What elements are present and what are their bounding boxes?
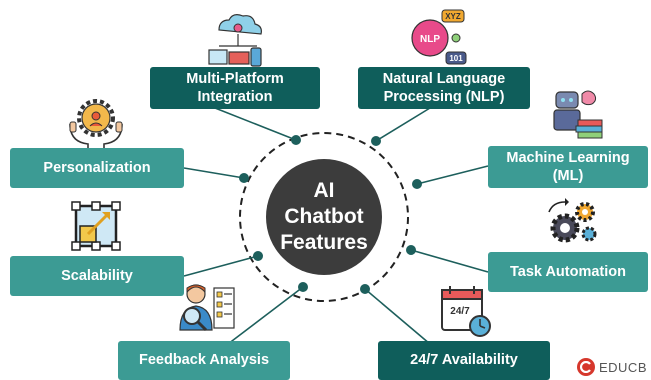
connector-dot bbox=[412, 179, 422, 189]
feature-machine-learning: Machine Learning (ML) bbox=[488, 146, 648, 188]
feature-task-automation: Task Automation bbox=[488, 252, 648, 292]
nlp-head-icon: NLP XYZ 101 bbox=[411, 9, 467, 65]
connector-line bbox=[416, 165, 489, 185]
brand-logo-icon bbox=[576, 358, 595, 376]
connector-dot bbox=[360, 284, 370, 294]
feature-personalization: Personalization bbox=[10, 148, 184, 188]
connector-dot bbox=[253, 251, 263, 261]
dashed-ring bbox=[239, 132, 409, 302]
brand-logo: EDUCB bbox=[576, 358, 647, 376]
calendar-clock-icon: 24/7 bbox=[441, 286, 491, 337]
connector-dot bbox=[371, 136, 381, 146]
center-hub: AI Chatbot Features bbox=[266, 159, 382, 275]
feature-multi-platform-integration: Multi-Platform Integration bbox=[150, 67, 320, 109]
robot-books-icon bbox=[553, 90, 603, 139]
connector-line bbox=[375, 107, 431, 142]
feature-24-7-availability: 24/7 Availability bbox=[378, 341, 550, 380]
feature-nlp: Natural Language Processing (NLP) bbox=[358, 67, 530, 109]
connector-dot bbox=[239, 173, 249, 183]
connector-dot bbox=[298, 282, 308, 292]
devices-network-icon bbox=[208, 14, 262, 67]
feature-scalability: Scalability bbox=[10, 256, 184, 296]
xyz-text: XYZ bbox=[445, 12, 461, 21]
connector-line bbox=[214, 107, 297, 141]
resize-frame-icon bbox=[71, 201, 121, 251]
feature-feedback-analysis: Feedback Analysis bbox=[118, 341, 290, 380]
connector-line bbox=[364, 288, 431, 345]
brand-logo-text: EDUCB bbox=[598, 359, 647, 375]
binary-text: 101 bbox=[449, 54, 463, 63]
nlp-badge-text: NLP bbox=[420, 34, 440, 45]
connector-line bbox=[410, 249, 489, 273]
connector-line bbox=[183, 167, 245, 179]
connector-line bbox=[227, 286, 304, 345]
connector-line bbox=[183, 255, 259, 277]
connector-dot bbox=[406, 245, 416, 255]
gear-hands-icon bbox=[69, 99, 123, 150]
gears-cycle-icon bbox=[548, 198, 597, 243]
person-checklist-icon bbox=[179, 284, 235, 332]
connector-dot bbox=[291, 135, 301, 145]
calendar-text: 24/7 bbox=[450, 306, 470, 317]
